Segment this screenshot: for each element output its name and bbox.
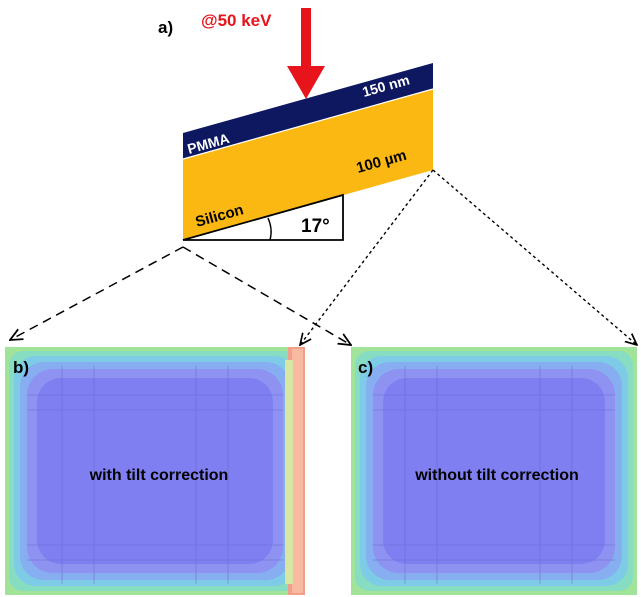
caption-without-tilt-correction: without tilt correction xyxy=(414,467,579,484)
caption-with-tilt-correction: with tilt correction xyxy=(89,467,229,484)
sample-stack xyxy=(182,63,434,240)
panel-label-a: a) xyxy=(158,18,173,37)
projection-lines-right xyxy=(300,169,637,345)
tilt-angle-triangle xyxy=(182,193,344,241)
tilt-angle-label: 17° xyxy=(301,216,330,237)
panel-label-b: b) xyxy=(13,358,29,377)
electron-beam-arrow xyxy=(287,8,325,99)
panel-label-c: c) xyxy=(358,358,373,377)
projection-lines-bottom xyxy=(10,246,351,345)
silicon-substrate xyxy=(183,89,433,240)
pmma-layer xyxy=(183,63,433,159)
dose-map-without-correction xyxy=(351,347,637,595)
beam-energy-label: @50 keV xyxy=(201,11,272,30)
dose-map-with-correction xyxy=(5,347,305,595)
